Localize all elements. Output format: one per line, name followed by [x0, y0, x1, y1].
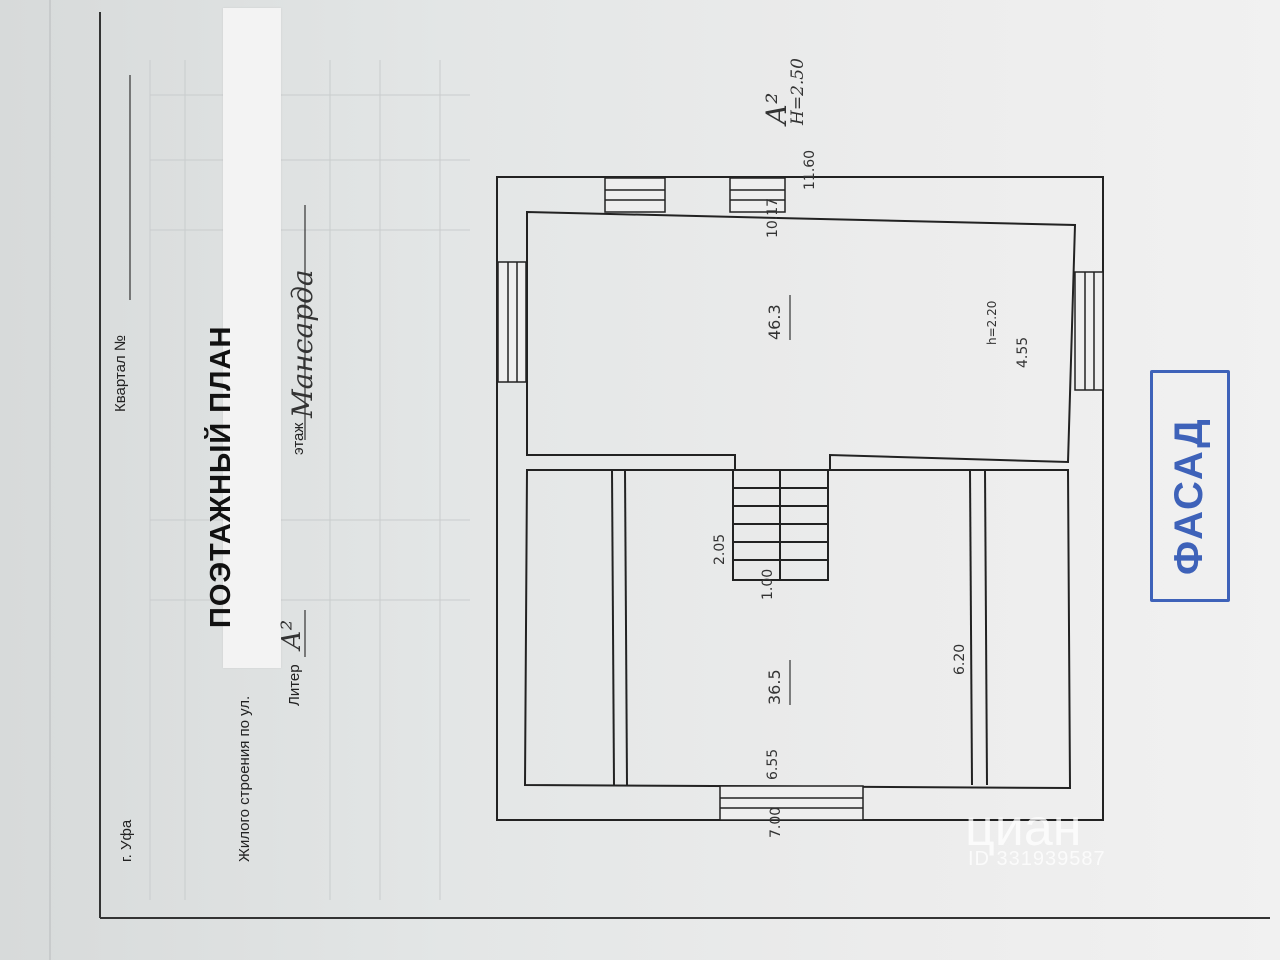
watermark-brand: циан	[965, 799, 1082, 857]
watermark-id: ID 331939587	[968, 848, 1106, 870]
title-label-strip	[223, 8, 281, 668]
facade-stamp-text: ФАСАД	[1167, 417, 1211, 575]
facade-stamp: ФАСАД	[1150, 370, 1230, 602]
